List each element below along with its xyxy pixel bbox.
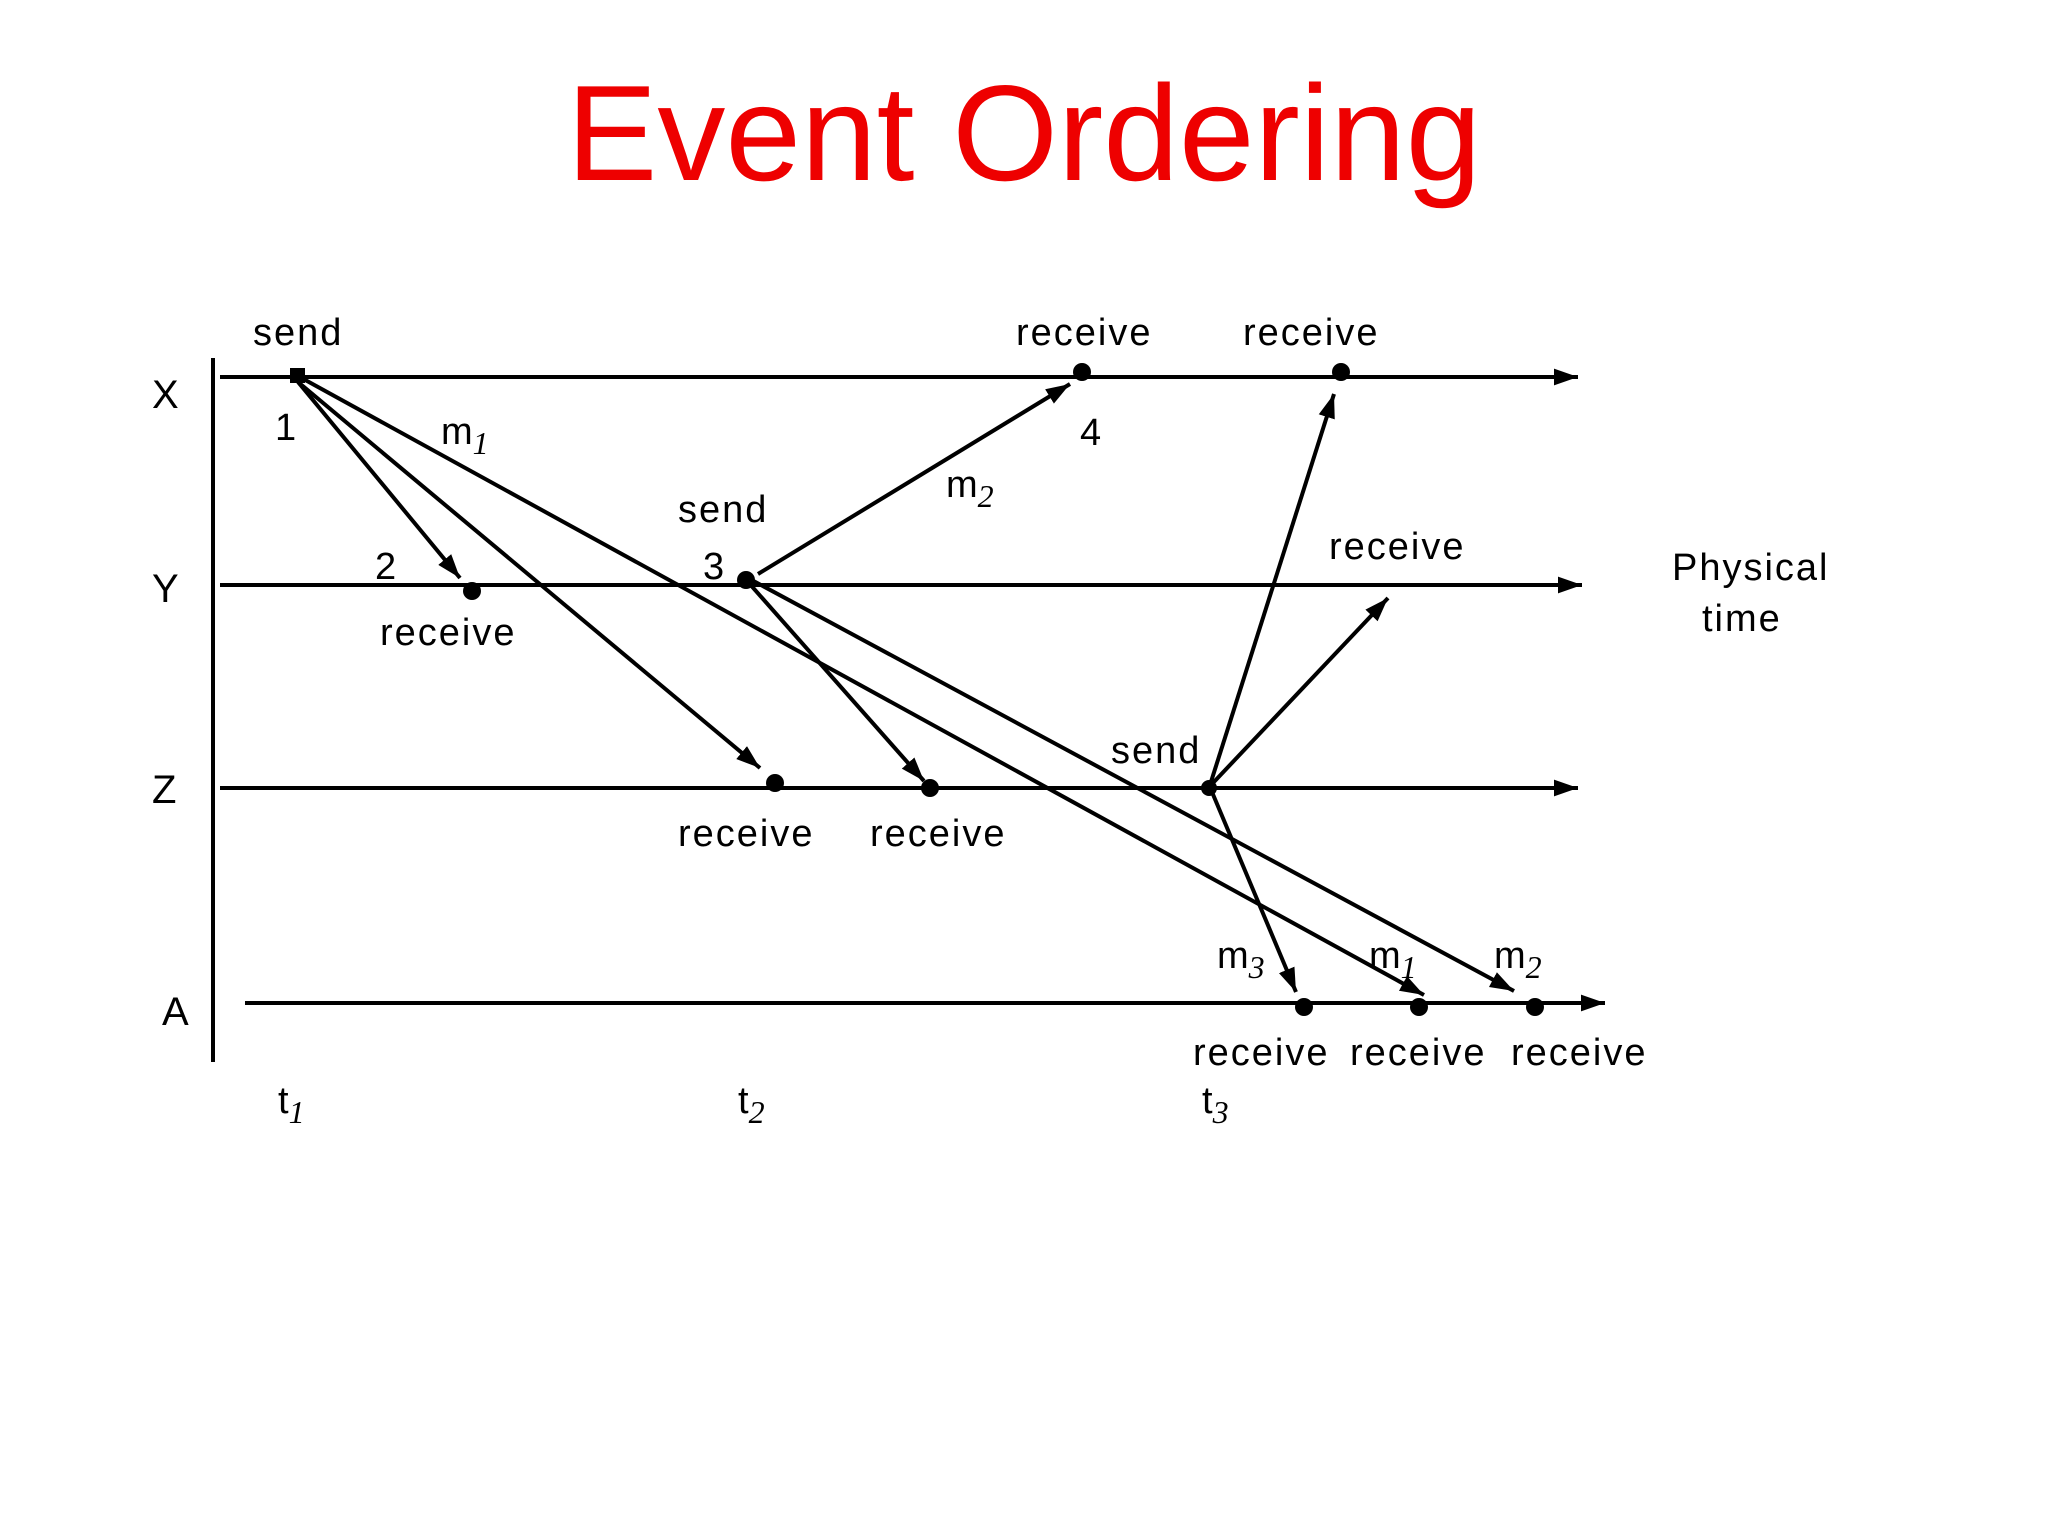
event-dot-x-receive-2 bbox=[1332, 363, 1350, 381]
event-dot-z-receive-1 bbox=[766, 774, 784, 792]
process-label-a: A bbox=[162, 990, 189, 1034]
event-dot-y-send bbox=[737, 571, 755, 589]
event-number-4: 4 bbox=[1080, 412, 1101, 454]
event-number-2: 2 bbox=[375, 546, 396, 588]
event-label-x-receive-1: receive bbox=[1016, 312, 1153, 354]
event-label-a-receive-3: receive bbox=[1511, 1032, 1648, 1074]
slide-title: Event Ordering bbox=[566, 57, 1482, 209]
event-label-y-receive-bottom: receive bbox=[380, 612, 517, 654]
event-label-x-receive-2: receive bbox=[1243, 312, 1380, 354]
message-label-m2-bottom: m2 bbox=[1494, 935, 1542, 985]
time-marker-t3: t3 bbox=[1202, 1080, 1229, 1130]
arrow-z-to-x bbox=[1208, 393, 1336, 786]
event-dot-y-receive bbox=[463, 582, 481, 600]
arrow-y-to-z bbox=[746, 580, 926, 783]
event-number-1: 1 bbox=[275, 407, 296, 449]
arrow-m2-y-to-x bbox=[756, 382, 1072, 576]
message-label-m1-top: m1 bbox=[441, 411, 489, 461]
process-label-y: Y bbox=[152, 567, 179, 611]
event-label-a-receive-1: receive bbox=[1193, 1032, 1330, 1074]
arrow-m3-z-to-a bbox=[1210, 791, 1298, 993]
event-dot-x-receive-1 bbox=[1073, 363, 1091, 381]
arrow-x-to-z bbox=[296, 380, 762, 770]
event-label-z-receive-1: receive bbox=[678, 813, 815, 855]
event-label-y-receive-top: receive bbox=[1329, 526, 1466, 568]
event-label-z-send: send bbox=[1111, 730, 1201, 772]
physical-time-label-line-1: Physical bbox=[1672, 547, 1830, 589]
time-marker-t2: t2 bbox=[738, 1080, 765, 1130]
message-label-m1-bottom: m1 bbox=[1369, 935, 1417, 985]
physical-time-label-line-2: time bbox=[1702, 598, 1782, 640]
process-label-x: X bbox=[152, 373, 179, 417]
arrow-z-to-y bbox=[1210, 596, 1390, 786]
event-number-3: 3 bbox=[703, 546, 724, 588]
event-label-a-receive-2: receive bbox=[1350, 1032, 1487, 1074]
event-dot-z-send bbox=[1201, 780, 1217, 796]
event-label-y-send: send bbox=[678, 489, 768, 531]
event-label-z-receive-2: receive bbox=[870, 813, 1007, 855]
process-label-z: Z bbox=[152, 768, 176, 812]
arrow-m1-to-a bbox=[297, 374, 1425, 997]
event-dot-a-receive-1 bbox=[1295, 998, 1313, 1016]
time-marker-t1: t1 bbox=[278, 1080, 305, 1130]
arrow-x-to-y bbox=[296, 380, 462, 580]
event-dot-a-receive-3 bbox=[1526, 998, 1544, 1016]
message-label-m3: m3 bbox=[1217, 935, 1265, 985]
event-dot-x-send bbox=[290, 368, 305, 383]
event-dot-z-receive-2 bbox=[921, 779, 939, 797]
event-label-x-send: send bbox=[253, 312, 343, 354]
arrow-m2-y-to-a bbox=[747, 576, 1515, 993]
event-dot-a-receive-2 bbox=[1410, 998, 1428, 1016]
message-label-m2-top: m2 bbox=[946, 464, 994, 514]
